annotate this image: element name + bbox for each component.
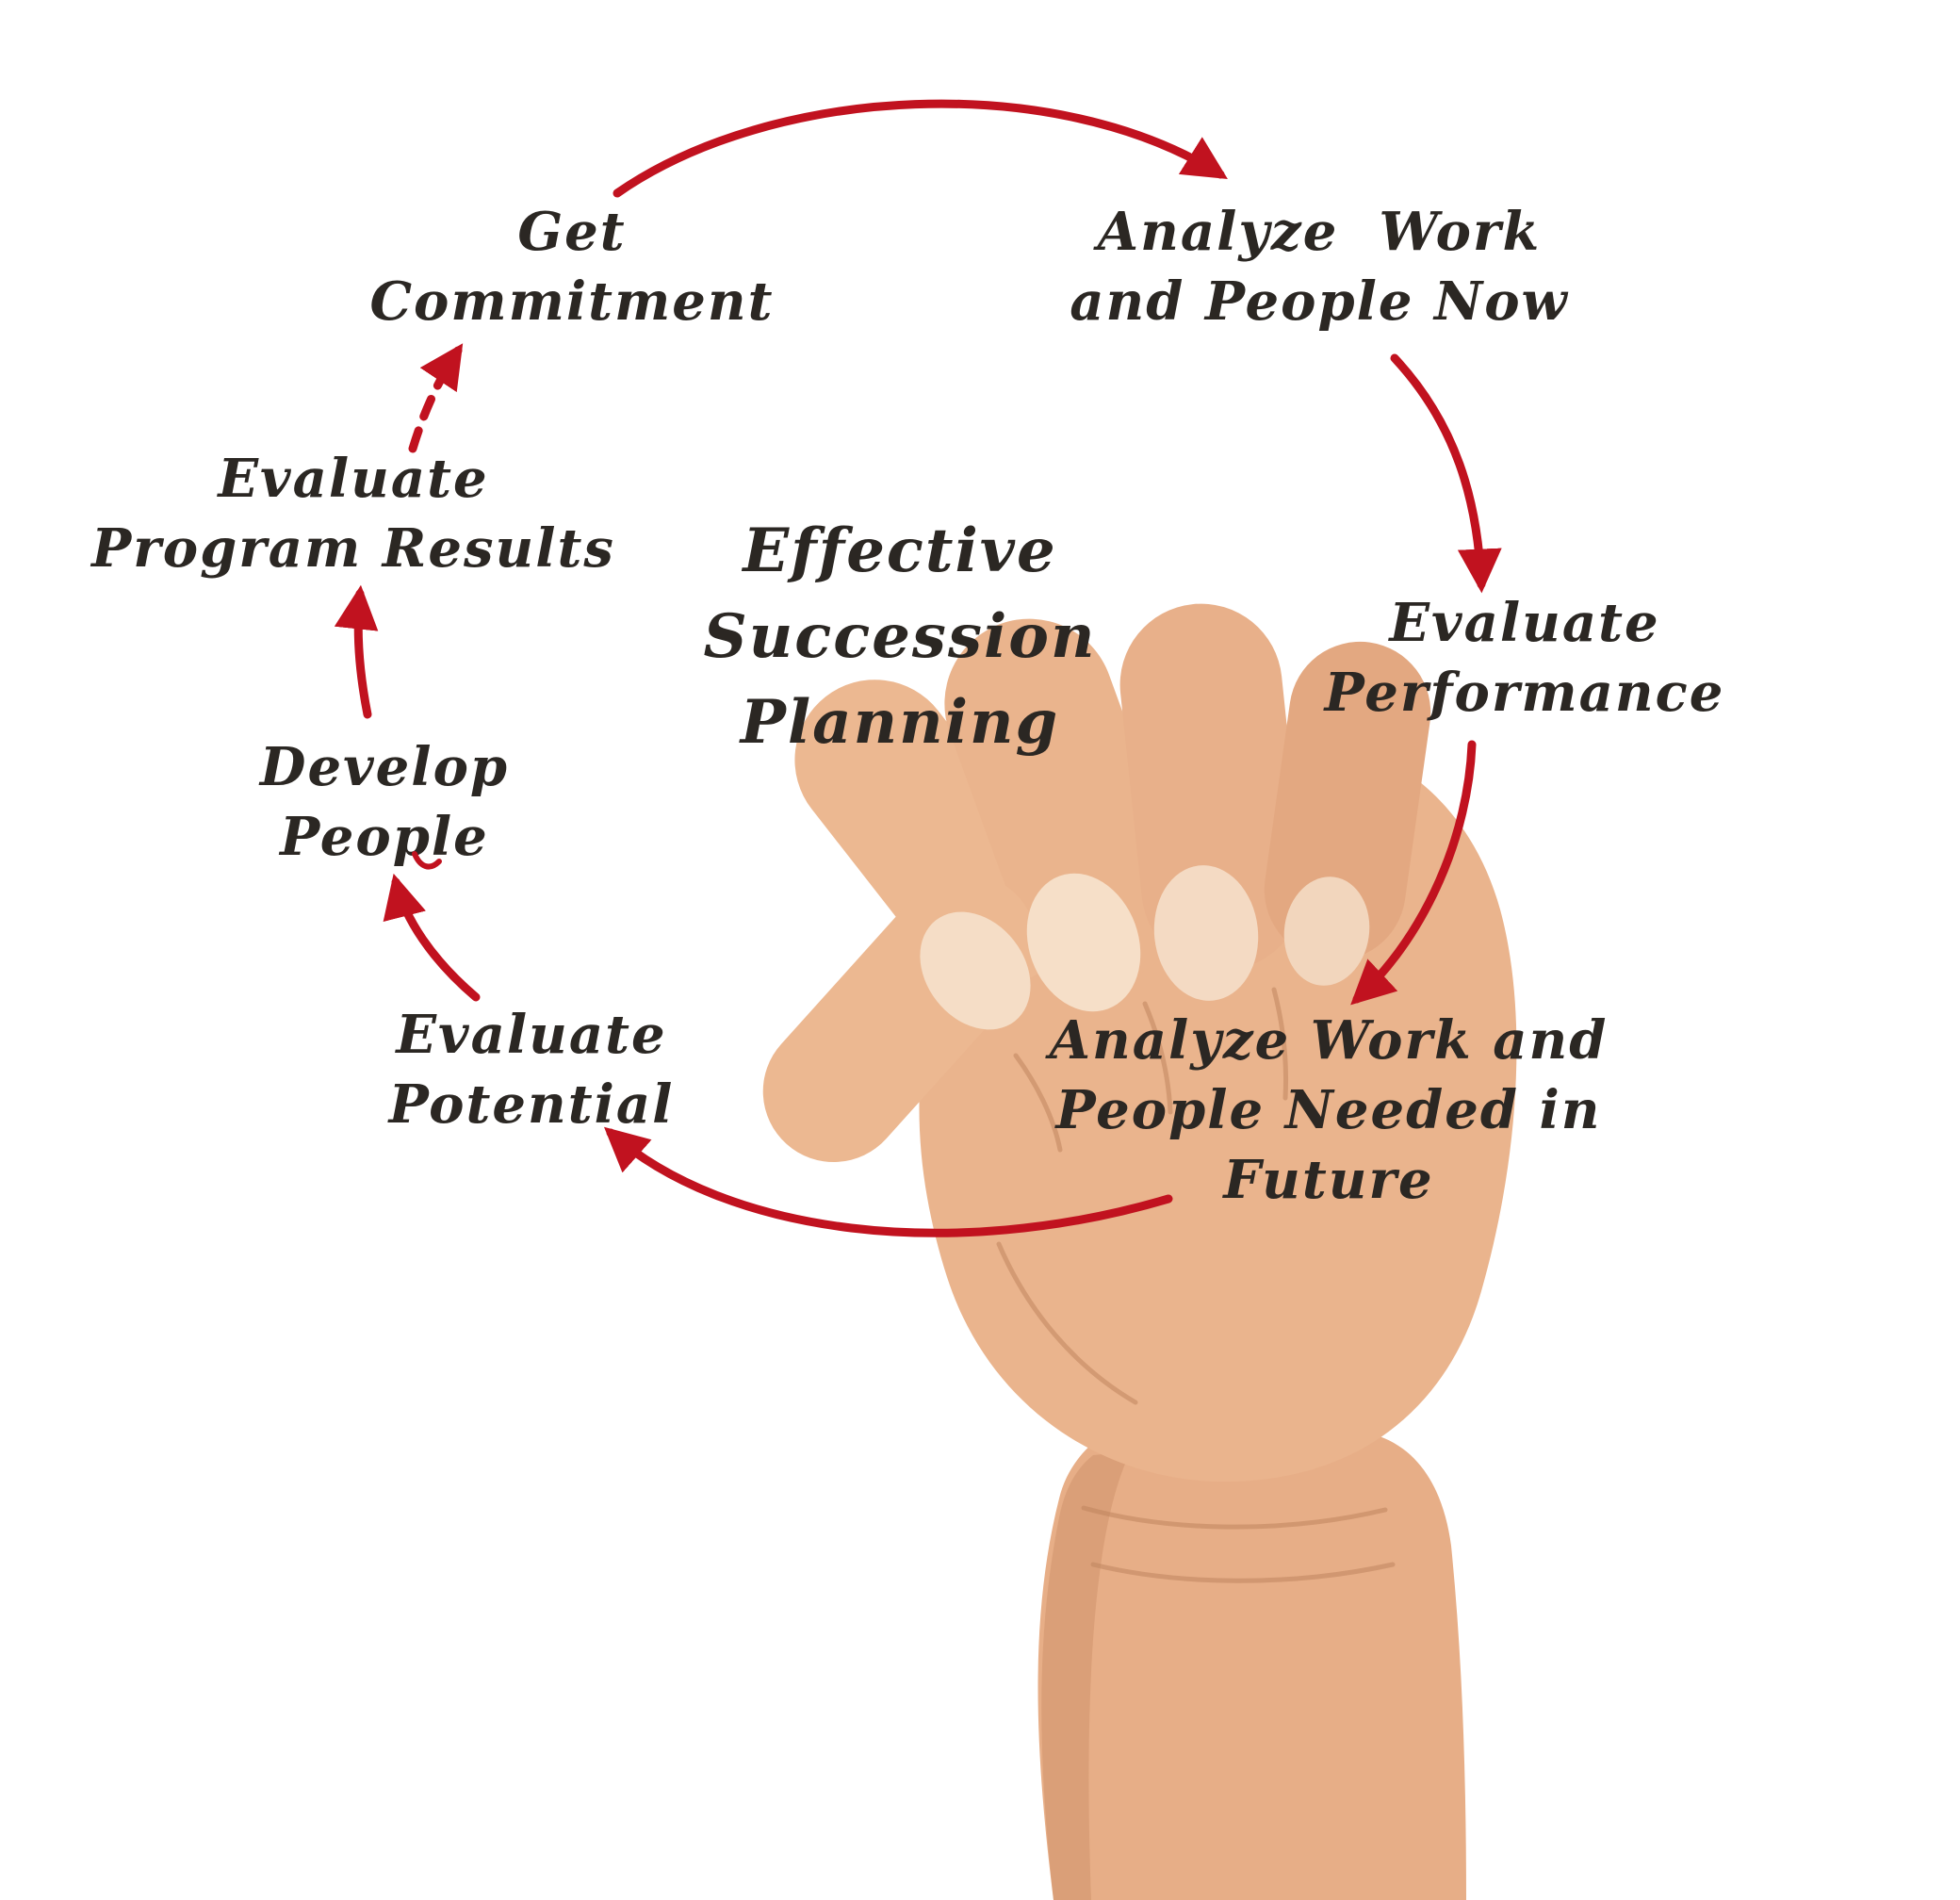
step-label-evaluate-performance: Evaluate Performance bbox=[1324, 592, 1725, 724]
forearm bbox=[1037, 1409, 1466, 1900]
step-label-develop-people: Develop People bbox=[259, 736, 510, 868]
step-label-evaluate-program-results: Evaluate Program Results bbox=[91, 448, 615, 580]
ring-finger bbox=[1119, 603, 1304, 971]
skin-creases bbox=[996, 987, 1396, 1583]
step-label-analyze-work-now: Analyze Work and People Now bbox=[1070, 201, 1569, 333]
pinky-fingernail bbox=[1283, 876, 1370, 986]
step-label-analyze-work-future: Analyze Work and People Needed in Future bbox=[1049, 1009, 1609, 1211]
step-label-evaluate-potential: Evaluate Potential bbox=[388, 1004, 675, 1136]
middle-finger bbox=[944, 618, 1185, 984]
index-fingernail bbox=[920, 911, 1031, 1030]
step-label-get-commitment: Get Commitment bbox=[369, 201, 775, 333]
ring-fingernail bbox=[1153, 865, 1259, 1001]
middle-fingernail bbox=[1026, 873, 1141, 1012]
forearm-shadow bbox=[1041, 1451, 1131, 1900]
diagram-title: Effective Succession Planning bbox=[703, 516, 1097, 758]
